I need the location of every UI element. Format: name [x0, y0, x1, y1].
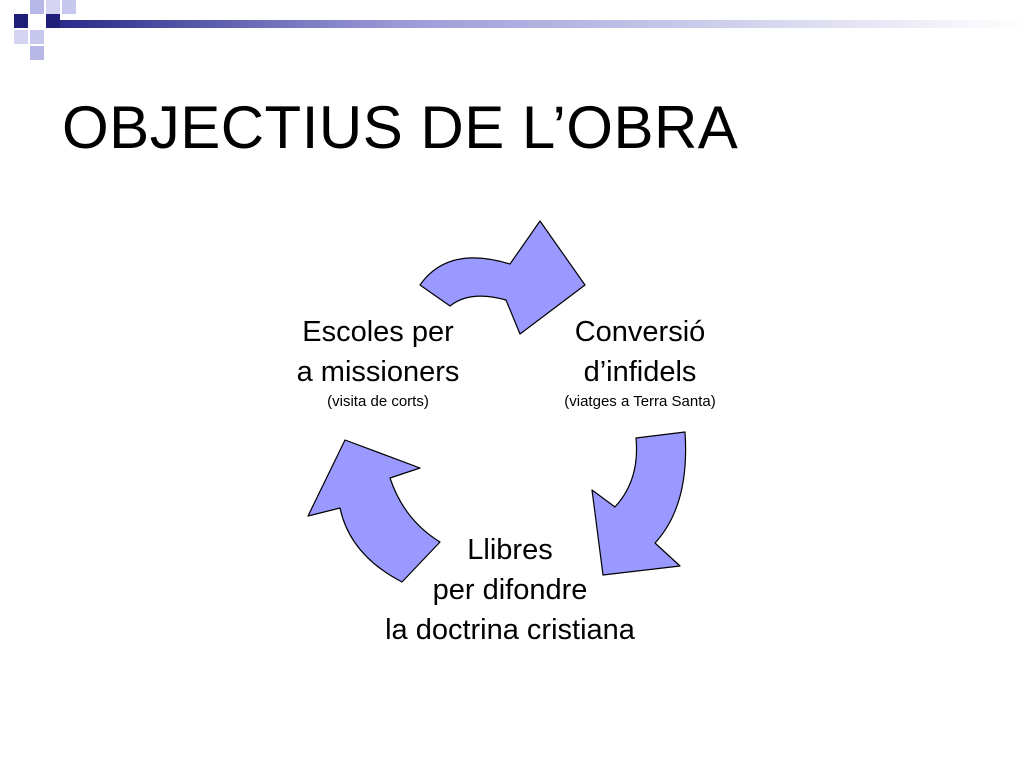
node-conversion-line-1: Conversió: [574, 316, 706, 348]
node-books-line-1: Llibres: [467, 534, 553, 566]
arrow-conversion-to-books: [591, 431, 687, 576]
node-schools-line-2: a missioners: [296, 356, 460, 388]
node-books-line-2: per difondre: [432, 574, 588, 606]
node-books: Llibres per difondre la doctrina cristia…: [340, 530, 680, 650]
node-schools: Escoles per a missioners (visita de cort…: [268, 312, 488, 412]
node-conversion-note: (viatges a Terra Santa): [564, 393, 716, 410]
arrow-schools-to-conversion: [419, 220, 586, 335]
node-conversion-line-2: d’infidels: [583, 356, 697, 388]
node-schools-line-1: Escoles per: [302, 316, 454, 348]
node-books-line-3: la doctrina cristiana: [385, 614, 635, 646]
node-conversion: Conversió d’infidels (viatges a Terra Sa…: [530, 312, 750, 412]
arrow-books-to-schools: [307, 439, 441, 583]
slide-title: OBJECTIUS DE L’OBRA: [62, 94, 739, 161]
corner-decoration: [14, 0, 1024, 60]
node-schools-note: (visita de corts): [327, 393, 429, 410]
